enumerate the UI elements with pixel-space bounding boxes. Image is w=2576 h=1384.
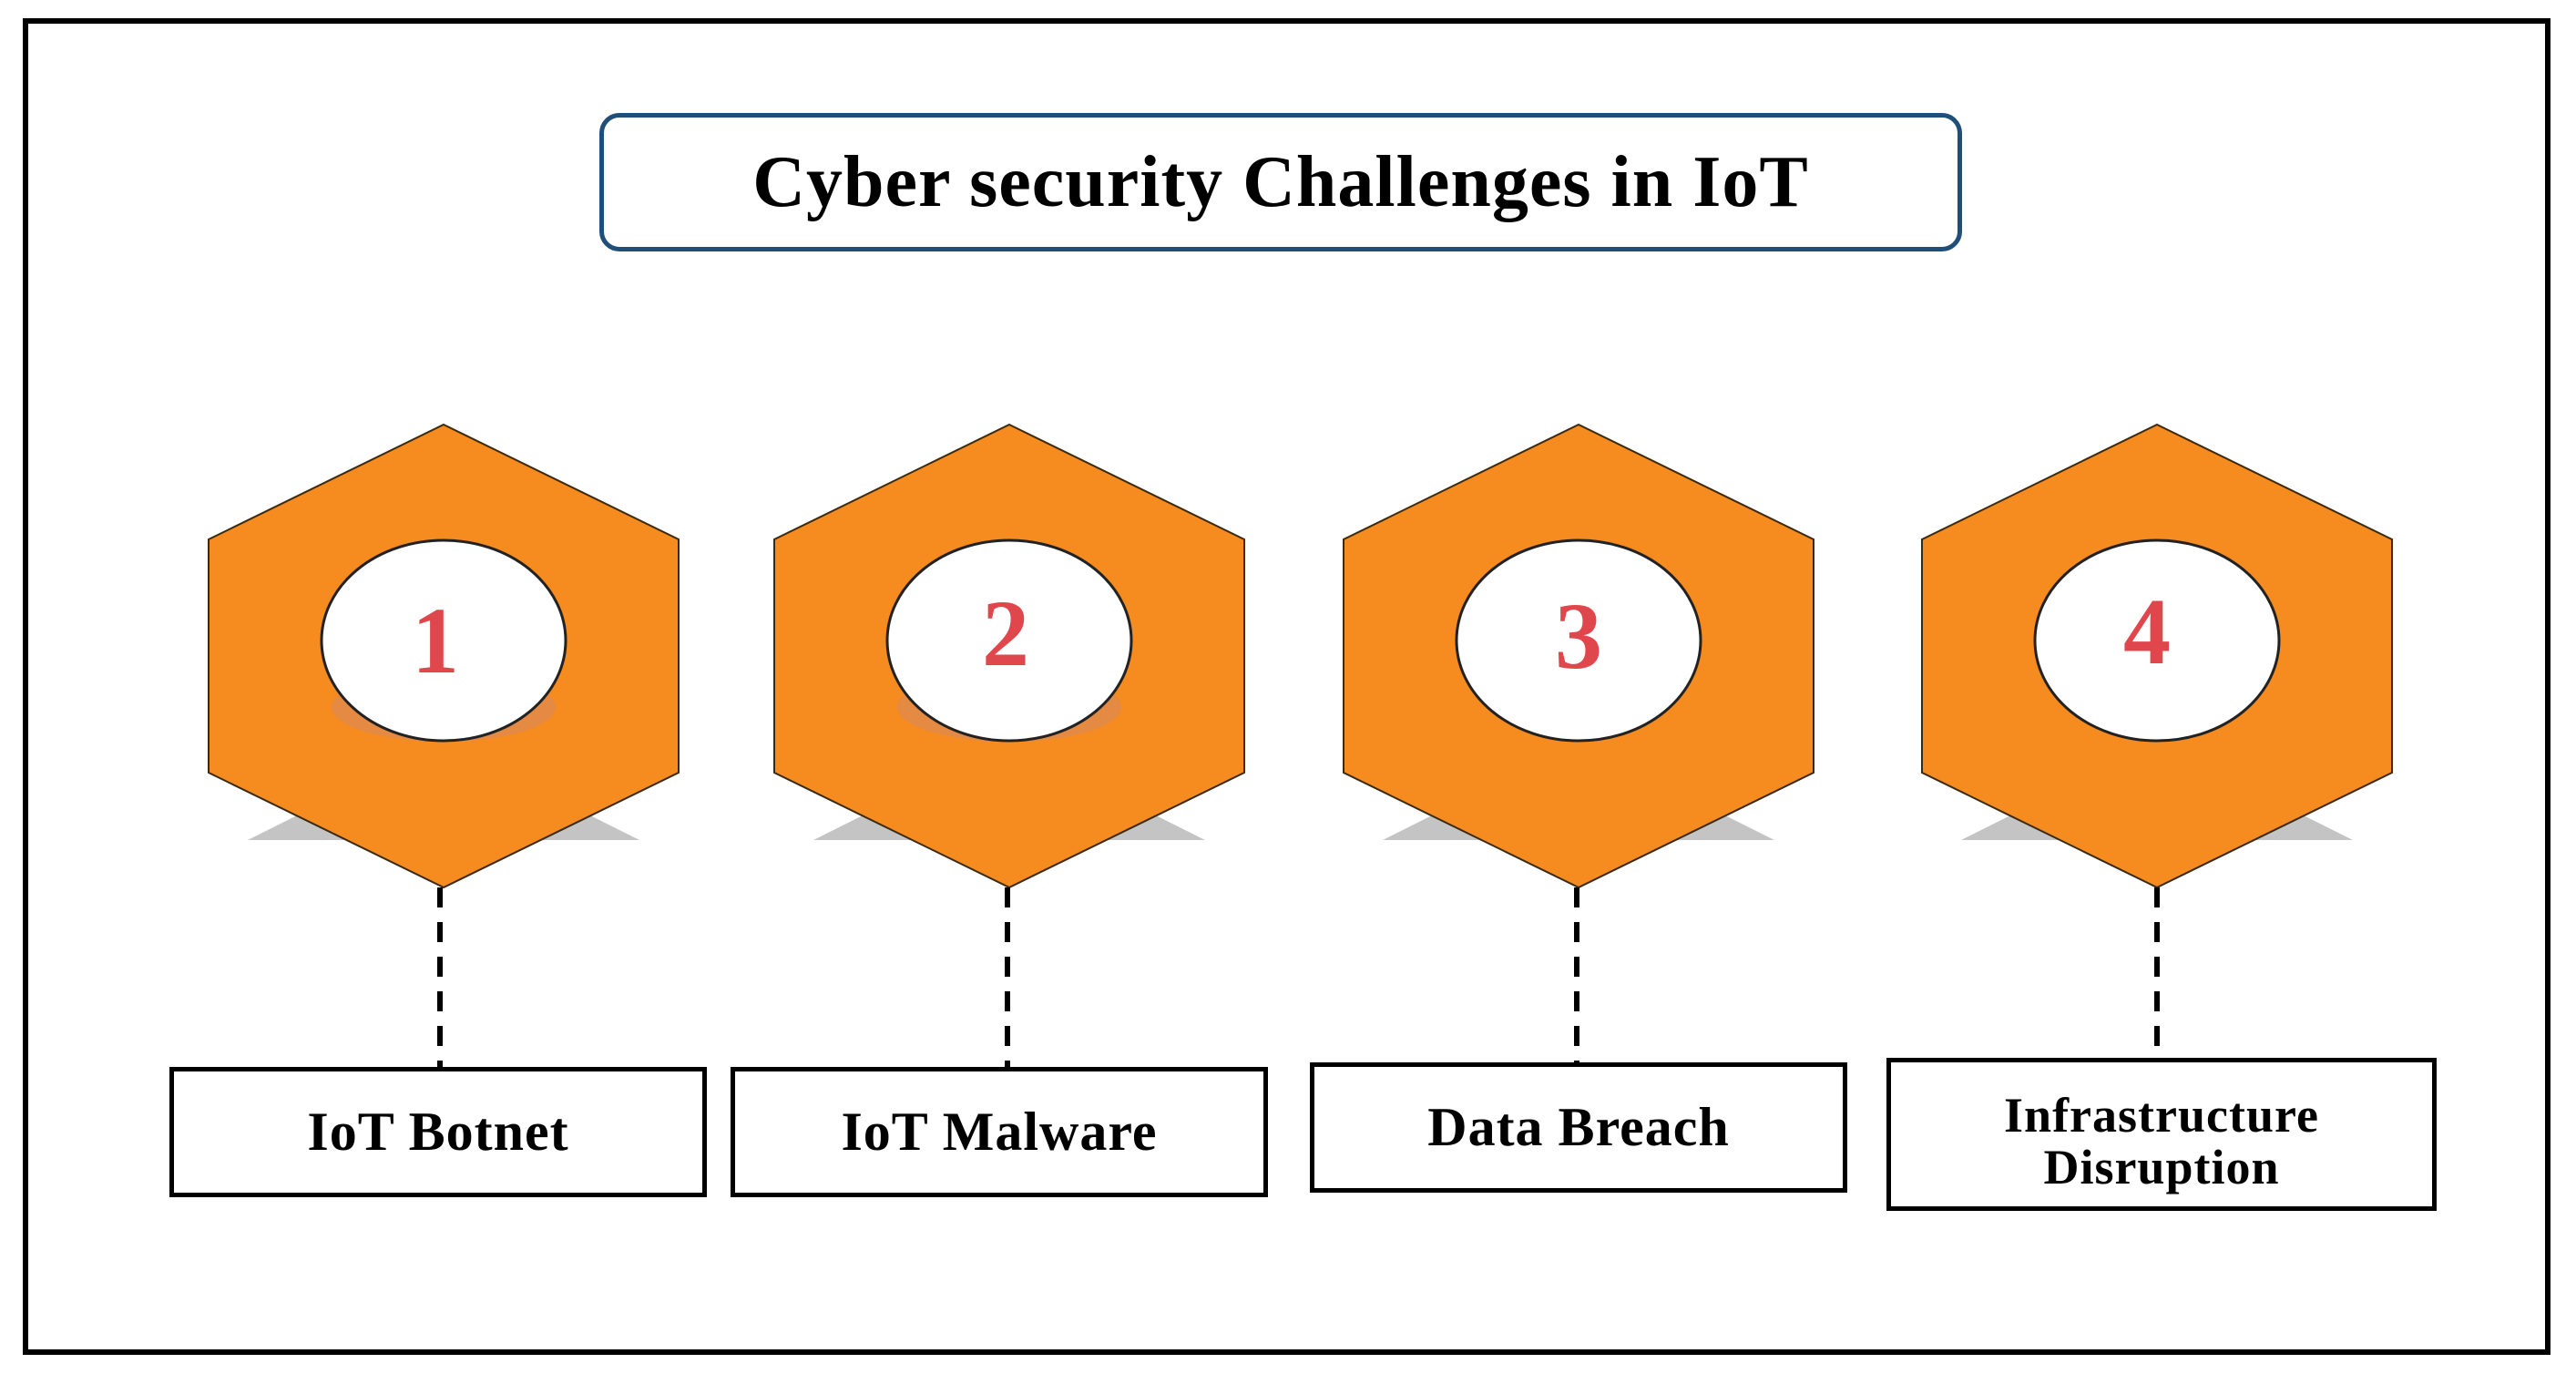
challenge-label-box-2: IoT Malware — [731, 1067, 1268, 1197]
challenge-label-box-4: Infrastructure Disruption — [1886, 1058, 2437, 1211]
number-circle-3 — [1455, 538, 1702, 743]
title-box: Cyber security Challenges in IoT — [599, 113, 1962, 251]
number-circle-4 — [2033, 538, 2281, 743]
challenge-label-1: IoT Botnet — [307, 1102, 569, 1162]
number-label-2: 2 — [982, 581, 1029, 686]
challenge-node-4: 4 — [1921, 423, 2393, 1058]
number-label-4: 4 — [2123, 579, 2171, 684]
diagram-frame — [23, 18, 2550, 1355]
challenge-label-3: Data Breach — [1427, 1097, 1730, 1157]
challenge-label-box-1: IoT Botnet — [169, 1067, 707, 1197]
challenge-node-2: 2 — [773, 423, 1245, 1067]
diagram-title: Cyber security Challenges in IoT — [752, 141, 1809, 222]
challenge-label-4: Infrastructure Disruption — [2004, 1088, 2319, 1194]
challenge-node-3: 3 — [1343, 423, 1814, 1062]
number-circle-2 — [885, 538, 1133, 743]
number-label-3: 3 — [1555, 584, 1602, 689]
challenge-label-box-3: Data Breach — [1310, 1062, 1847, 1193]
number-label-1: 1 — [412, 589, 459, 693]
number-circle-1 — [320, 538, 567, 743]
challenge-label-2: IoT Malware — [841, 1102, 1158, 1162]
challenge-node-1: 1 — [208, 423, 680, 1067]
